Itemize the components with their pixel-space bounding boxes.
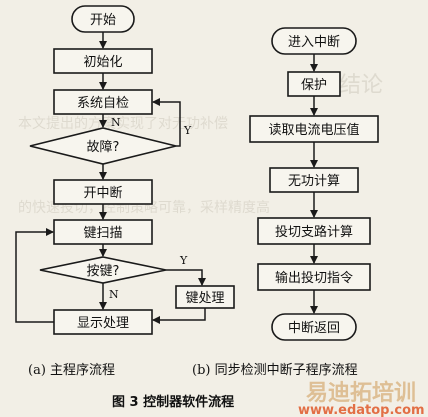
key-scan-label: 键扫描 [83,226,122,241]
reactive-calc-box [269,167,359,193]
enter-interrupt-label: 进入中断 [288,35,340,50]
arrow-display-loop [15,228,54,323]
reactive-calc-label: 无功计算 [288,174,340,189]
init-label: 初始化 [83,55,122,70]
fault-yes-label: Y [183,124,192,137]
output-command-label: 输出投切指令 [275,270,353,286]
protect-label: 保护 [301,78,327,93]
figure-caption: 图 3 控制器软件流程 [112,394,234,410]
display-handle-label: 显示处理 [77,316,129,331]
key-yes-label: Y [179,254,188,267]
watermark-brand: 易迪拓培训 [306,380,416,406]
read-values-label: 读取电流电压值 [268,122,359,138]
interrupt-return-label: 中断返回 [288,321,340,336]
open-interrupt-box [53,179,153,205]
caption-b: (b) 同步检测中断子程序流程 [192,363,358,378]
open-interrupt-label: 开中断 [83,186,122,201]
arrow-fault-yes-loop [152,98,181,147]
switch-branch-calc-box [257,217,371,245]
caption-a: (a) 主程序流程 [28,363,115,378]
key-pressed-label: 按键? [87,264,120,279]
bg-text-line-1: 本文提出的方案实现了对无功补偿 [18,115,228,132]
key-handle-label: 键处理 [185,291,224,306]
fault-no-label: N [111,116,121,129]
watermark-url: www.edatop.com [298,403,425,417]
fault-label: 故障? [87,140,120,155]
output-command-box [257,263,371,291]
switch-branch-calc-label: 投切支路计算 [275,224,353,240]
start-label: 开始 [90,13,116,28]
read-values-box [249,115,379,143]
interrupt-return-terminal [271,313,357,341]
arrow-key-yes [166,269,206,286]
key-no-label: N [109,288,119,301]
arrow-keyhandle-display [152,308,206,324]
self-check-label: 系统自检 [77,96,129,111]
